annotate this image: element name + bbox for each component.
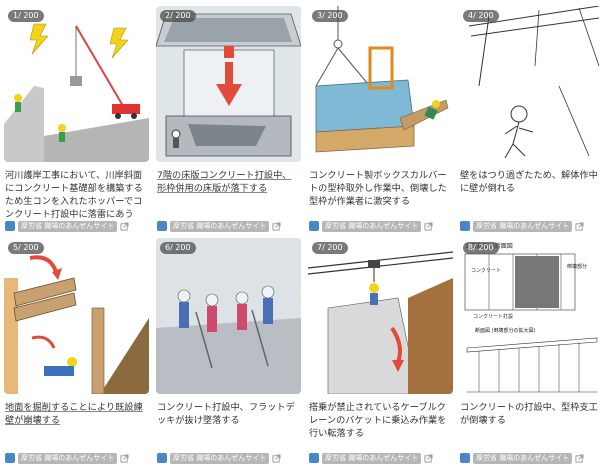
thumbnail-3[interactable]: 3/ 200 <box>308 6 453 162</box>
result-caption[interactable]: 搭乗が禁止されているケーブルクレーンのバケットに乗込み作業を行い転落する <box>309 402 447 439</box>
external-link-icon[interactable] <box>424 453 433 463</box>
illustration-retaining-wall <box>4 238 149 394</box>
result-card-6[interactable]: 6/ 200 コンクリート打設中、フラットデッキが抜け墜落する 厚労省 職場のあ… <box>156 238 301 466</box>
thumbnail-1[interactable]: 1/ 200 <box>4 6 149 162</box>
illustration-flat-deck <box>156 238 301 394</box>
external-link-icon[interactable] <box>575 453 584 463</box>
result-card-7[interactable]: 7/ 200 搭乗が禁止されているケーブルクレーンのバケットに乗込み作業を行い転… <box>308 238 453 466</box>
source-logo-icon <box>460 453 470 463</box>
thumbnail-2[interactable]: 2/ 200 <box>156 6 301 162</box>
result-card-3[interactable]: 3/ 200 コンクリート製ボックスカルバートの型枠取外し作業中、倒壊した型枠が… <box>308 6 453 234</box>
source-label: 厚労省 職場のあんぜんサイト <box>322 452 422 464</box>
source-logo-icon <box>5 221 15 231</box>
thumbnail-4[interactable]: 4/ 200 <box>459 6 600 162</box>
external-link-icon[interactable] <box>424 221 433 231</box>
external-link-icon[interactable] <box>120 221 129 231</box>
source-attribution[interactable]: 厚労省 職場のあんぜんサイト <box>309 452 433 464</box>
source-label: 厚労省 職場のあんぜんサイト <box>473 452 573 464</box>
source-attribution[interactable]: 厚労省 職場のあんぜんサイト <box>5 220 129 232</box>
source-logo-icon <box>309 453 319 463</box>
source-attribution[interactable]: 厚労省 職場のあんぜんサイト <box>157 220 281 232</box>
page-badge: 4/ 200 <box>463 10 499 22</box>
illustration-cable-crane <box>308 238 453 394</box>
illustration-lightning-crane <box>4 6 149 162</box>
page-badge: 6/ 200 <box>160 242 196 254</box>
figure-label: コンクリート打設 <box>473 313 513 320</box>
illustration-box-culvert <box>308 6 453 162</box>
thumbnail-6[interactable]: 6/ 200 <box>156 238 301 394</box>
result-card-2[interactable]: 2/ 200 7階の床版コンクリート打設中、形枠併用の床版が落下する 厚労省 職… <box>156 6 301 234</box>
figure-label: 倒壊部分 <box>567 263 587 270</box>
source-label: 厚労省 職場のあんぜんサイト <box>170 452 270 464</box>
page-badge: 1/ 200 <box>8 10 44 22</box>
illustration-wall-collapse <box>459 6 600 162</box>
result-caption[interactable]: コンクリート打設中、フラットデッキが抜け墜落する <box>157 402 295 426</box>
result-card-4[interactable]: 4/ 200 壁をはつり過ぎたため、解体作中に壁が倒れる 厚労省 職場のあんぜん… <box>459 6 600 234</box>
source-attribution[interactable]: 厚労省 職場のあんぜんサイト <box>157 452 281 464</box>
result-caption[interactable]: 7階の床版コンクリート打設中、形枠併用の床版が落下する <box>157 170 292 194</box>
result-caption[interactable]: 地面を掘削することにより既設練壁が崩壊する <box>5 402 143 426</box>
source-attribution[interactable]: 厚労省 職場のあんぜんサイト <box>460 220 584 232</box>
source-logo-icon <box>5 453 15 463</box>
illustration-slab-collapse <box>156 6 301 162</box>
thumbnail-7[interactable]: 7/ 200 <box>308 238 453 394</box>
external-link-icon[interactable] <box>272 221 281 231</box>
thumbnail-5[interactable]: 5/ 200 <box>4 238 149 394</box>
thumbnail-8[interactable]: 1 立面及び断面図 コンクリート コンクリート打設 倒壊部分 断面図 (倒壊部分… <box>459 238 600 394</box>
source-attribution[interactable]: 厚労省 職場のあんぜんサイト <box>5 452 129 464</box>
result-caption[interactable]: コンクリート製ボックスカルバートの型枠取外し作業中、倒壊した型枠が作業者に激突す… <box>309 170 447 207</box>
page-badge: 2/ 200 <box>160 10 196 22</box>
source-label: 厚労省 職場のあんぜんサイト <box>170 220 270 232</box>
result-caption[interactable]: 河川護岸工事において、川岸斜面にコンクリート基礎部を構築するため生コンを入れたホ… <box>5 170 143 220</box>
page-badge: 8/ 200 <box>463 242 499 254</box>
source-logo-icon <box>157 221 167 231</box>
page-badge: 5/ 200 <box>8 242 44 254</box>
source-logo-icon <box>460 221 470 231</box>
source-attribution[interactable]: 厚労省 職場のあんぜんサイト <box>309 220 433 232</box>
external-link-icon[interactable] <box>272 453 281 463</box>
source-logo-icon <box>309 221 319 231</box>
result-caption[interactable]: コンクリートの打設中、型枠支工が倒壊する <box>460 402 598 426</box>
figure-label: コンクリート <box>471 268 501 274</box>
result-card-1[interactable]: 1/ 200 河川護岸工事において、川岸斜面にコンクリート基礎部を構築するため生… <box>4 6 149 234</box>
source-logo-icon <box>157 453 167 463</box>
result-card-8[interactable]: 1 立面及び断面図 コンクリート コンクリート打設 倒壊部分 断面図 (倒壊部分… <box>459 238 600 466</box>
figure-label: 断面図 (倒壊部分の拡大図) <box>475 327 536 334</box>
illustration-formwork-drawing: 1 立面及び断面図 コンクリート コンクリート打設 倒壊部分 断面図 (倒壊部分… <box>459 238 600 394</box>
external-link-icon[interactable] <box>575 221 584 231</box>
page-badge: 3/ 200 <box>312 10 348 22</box>
source-label: 厚労省 職場のあんぜんサイト <box>18 220 118 232</box>
page-badge: 7/ 200 <box>312 242 348 254</box>
result-card-5[interactable]: 5/ 200 地面を掘削することにより既設練壁が崩壊する 厚労省 職場のあんぜん… <box>4 238 149 466</box>
source-attribution[interactable]: 厚労省 職場のあんぜんサイト <box>460 452 584 464</box>
source-label: 厚労省 職場のあんぜんサイト <box>322 220 422 232</box>
external-link-icon[interactable] <box>120 453 129 463</box>
result-caption[interactable]: 壁をはつり過ぎたため、解体作中に壁が倒れる <box>460 170 598 194</box>
source-label: 厚労省 職場のあんぜんサイト <box>18 452 118 464</box>
source-label: 厚労省 職場のあんぜんサイト <box>473 220 573 232</box>
